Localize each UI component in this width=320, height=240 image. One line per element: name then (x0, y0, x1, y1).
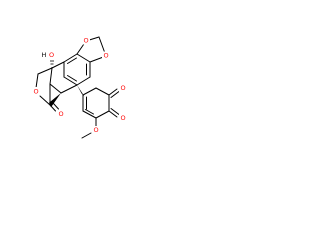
atom-bg (119, 84, 127, 92)
bond-double-inner (67, 75, 77, 82)
bond (63, 76, 78, 86)
bond (76, 53, 91, 63)
wedge-bond (77, 85, 85, 97)
dioxole-o-right-label: O (103, 52, 108, 60)
atom-labels: H O O O O O O O O (32, 36, 127, 134)
dioxole-o-top-label: O (83, 37, 88, 45)
bond (49, 83, 62, 94)
bond (52, 102, 59, 110)
bond (39, 95, 51, 106)
atom-bg (102, 51, 110, 60)
bond (76, 76, 91, 86)
atom-bg (82, 36, 90, 45)
hydroxyl-o-label: O (49, 51, 54, 59)
lactone-carbonyl-o-label: O (58, 110, 63, 118)
bond (37, 67, 53, 75)
methoxy-o-label: O (93, 126, 98, 134)
bond (110, 108, 120, 115)
atom-bg (119, 114, 127, 122)
bond (82, 87, 97, 96)
atom-bg (32, 87, 40, 95)
atom-bg (92, 126, 100, 134)
bond-double-inner (85, 109, 94, 115)
bond-double-inner (67, 57, 77, 64)
bond (108, 88, 118, 96)
bond (95, 110, 110, 119)
hashed-bond (49, 57, 55, 68)
quinone-o-top-label: O (120, 84, 125, 92)
bond (82, 110, 97, 119)
bond (60, 84, 78, 94)
bond (49, 67, 53, 85)
atom-bg (57, 110, 65, 118)
bond (51, 61, 65, 69)
quinone-o-right-label: O (120, 114, 125, 122)
bond (35, 73, 39, 89)
atom-bg (41, 51, 55, 59)
bond (108, 110, 118, 118)
bond (110, 91, 120, 98)
bond (95, 87, 110, 96)
wedge-bond (49, 93, 61, 108)
bond (81, 132, 92, 139)
bond (63, 53, 78, 63)
molecule-structure: H O O O O O O O O (32, 36, 127, 139)
lactone-ring-o-label: O (33, 88, 38, 96)
hydroxyl-h-label: H (42, 51, 47, 59)
